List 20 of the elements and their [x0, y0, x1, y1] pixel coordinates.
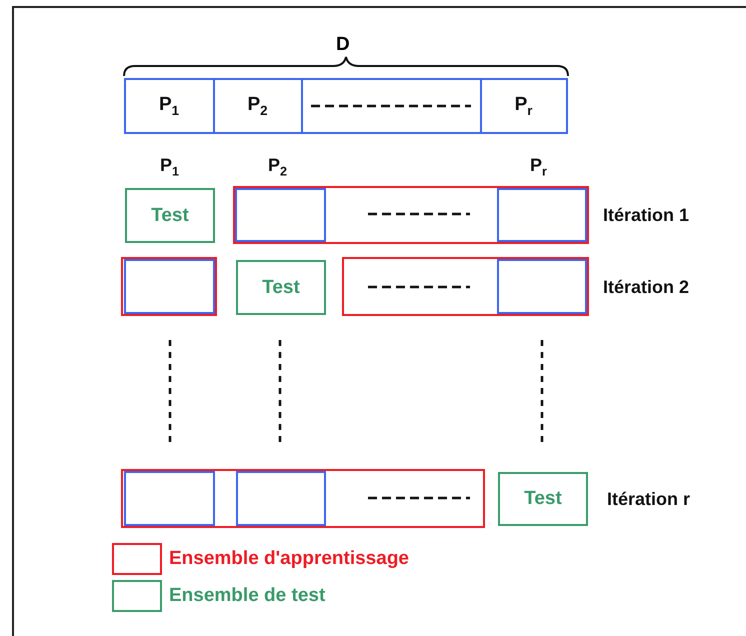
row-label: Itération 1: [603, 205, 690, 226]
test-set-box: Test: [125, 188, 215, 243]
test-set-box: Test: [236, 260, 326, 315]
test-set-box: Test: [498, 472, 588, 526]
partition-box: [236, 470, 326, 526]
column-heading: P$_{r}$: [530, 155, 547, 179]
legend-label: Ensemble de test: [169, 585, 326, 607]
partition-box: [496, 258, 586, 314]
row-label: Itération 2: [603, 277, 690, 298]
row-label: Itération r: [607, 489, 690, 510]
training-set-box: [342, 257, 589, 316]
partition-box: [496, 188, 586, 242]
partition-box: [124, 470, 214, 526]
column-heading: P$_{2}$: [268, 155, 288, 179]
training-set-box: [121, 469, 485, 528]
set-heading: D: [336, 34, 350, 56]
partition-box: [234, 188, 326, 242]
legend-label: Ensemble d'apprentissage: [169, 548, 409, 570]
training-set-box: [233, 186, 589, 244]
column-heading: P$_{1}$: [160, 155, 180, 179]
